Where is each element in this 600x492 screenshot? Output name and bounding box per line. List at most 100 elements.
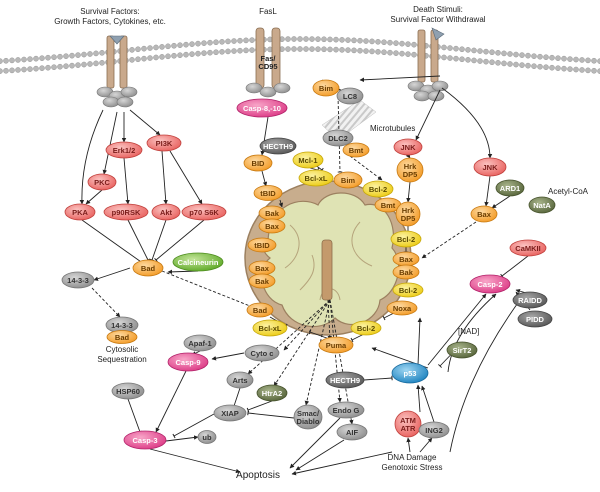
node-bak2[interactable]: Bak xyxy=(258,205,286,221)
edge-70 xyxy=(295,439,345,471)
node-camkii[interactable]: CaMKII xyxy=(509,239,547,257)
node-bak3[interactable]: Bak xyxy=(248,273,276,289)
node-hecth9a[interactable]: HECTH9 xyxy=(259,137,297,155)
node-bmt1[interactable]: Bmt xyxy=(342,142,370,158)
node-hsp60[interactable]: HSP60 xyxy=(111,382,145,400)
node-sirt2[interactable]: SirT2 xyxy=(446,341,478,359)
node-label-raidd: RAIDD xyxy=(518,296,542,305)
node-bclxl2[interactable]: Bcl-xL xyxy=(252,319,288,337)
node-fas[interactable]: Fas/CD95 xyxy=(258,54,277,71)
node-xiap[interactable]: XIAP xyxy=(213,404,247,422)
node-ing2[interactable]: ING2 xyxy=(418,421,450,439)
cytosolic-label-2: Sequestration xyxy=(97,355,146,364)
node-bad2[interactable]: Bad xyxy=(106,330,138,344)
edge-31 xyxy=(441,87,493,159)
node-bmt2[interactable]: Bmt xyxy=(374,197,402,213)
node-jnk1[interactable]: JNK xyxy=(393,138,423,156)
node-label-pka: PKA xyxy=(72,208,88,217)
edge-62 xyxy=(231,387,241,408)
node-bim1[interactable]: Bim xyxy=(312,79,340,97)
node-pka[interactable]: PKA xyxy=(64,203,96,221)
node-bcl2d[interactable]: Bcl-2 xyxy=(350,320,382,336)
node-arts[interactable]: Arts xyxy=(226,371,254,389)
node-raidd[interactable]: RAIDD xyxy=(512,291,548,309)
node-noxa[interactable]: Noxa xyxy=(386,300,418,316)
node-label-smac-0: Smac/ xyxy=(297,409,320,418)
node-label-tbid1: tBID xyxy=(260,189,276,198)
node-bad3[interactable]: Bad xyxy=(246,302,274,318)
edge-35 xyxy=(500,255,529,279)
node-pi3k[interactable]: PI3K xyxy=(146,134,182,152)
node-jnk2[interactable]: JNK xyxy=(473,157,507,177)
node-bax4[interactable]: Bax xyxy=(470,205,498,223)
node-label-bim2: Bim xyxy=(341,176,356,185)
node-label-bak1: Bak xyxy=(399,268,414,277)
node-casp810[interactable]: Casp-8,-10 xyxy=(236,98,288,118)
edge-65 xyxy=(172,413,215,439)
node-bcl2c[interactable]: Bcl-2 xyxy=(392,282,424,298)
node-p90rsk[interactable]: p90RSK xyxy=(103,203,149,221)
node-bcl2a[interactable]: Bcl-2 xyxy=(362,180,394,198)
node-lc8[interactable]: LC8 xyxy=(336,87,364,105)
node-erk[interactable]: Erk1/2 xyxy=(105,141,143,159)
node-tbid1[interactable]: tBID xyxy=(253,185,283,201)
acetyl-coa-label: Acetyl-CoA xyxy=(548,187,589,196)
edge-10 xyxy=(149,219,167,262)
node-tbid2[interactable]: tBID xyxy=(247,237,277,253)
node-pkc[interactable]: PKC xyxy=(87,173,117,191)
node-calcineurin[interactable]: Calcineurin xyxy=(172,252,224,272)
edge-50 xyxy=(406,437,411,453)
node-label-casp3: Casp-3 xyxy=(132,436,157,445)
node-puma[interactable]: Puma xyxy=(318,336,354,354)
node-casp9[interactable]: Casp-9 xyxy=(167,352,209,372)
node-apaf1[interactable]: Apaf-1 xyxy=(183,334,217,352)
node-label-p1433a: 14-3-3 xyxy=(67,276,89,285)
node-bid[interactable]: BID xyxy=(243,154,273,172)
node-label-cytoc: Cyto c xyxy=(251,349,274,358)
node-akt[interactable]: Akt xyxy=(151,203,181,221)
node-nata[interactable]: NatA xyxy=(528,196,556,214)
node-ub[interactable]: ub xyxy=(197,430,217,444)
node-label-atm-1: ATR xyxy=(401,424,416,433)
node-label-p1433b: 14-3-3 xyxy=(111,321,133,330)
node-pidd[interactable]: PIDD xyxy=(517,310,553,328)
node-ard1[interactable]: ARD1 xyxy=(495,179,525,197)
node-p1433a[interactable]: 14-3-3 xyxy=(61,271,95,289)
node-bcl2b[interactable]: Bcl-2 xyxy=(390,230,422,248)
node-casp3[interactable]: Casp-3 xyxy=(123,430,167,450)
edge-23 xyxy=(337,95,343,173)
node-mcl1[interactable]: Mcl-1 xyxy=(292,151,324,169)
node-bad1[interactable]: Bad xyxy=(132,259,164,277)
node-smac[interactable]: Smac/Diablo xyxy=(293,404,323,430)
node-htra2[interactable]: HtrA2 xyxy=(256,384,288,402)
node-cytoc[interactable]: Cyto c xyxy=(244,344,280,362)
node-hecth9b[interactable]: HECTH9 xyxy=(325,371,365,389)
node-label-bid: BID xyxy=(252,159,266,168)
node-aif[interactable]: AIF xyxy=(336,423,368,441)
node-bim2[interactable]: Bim xyxy=(333,171,363,189)
node-label-hrk1-0: Hrk xyxy=(404,162,417,171)
node-bak1[interactable]: Bak xyxy=(392,264,420,280)
node-bax3[interactable]: Bax xyxy=(248,260,276,276)
node-p70s6k[interactable]: p70 S6K xyxy=(181,203,227,221)
edge-26 xyxy=(415,89,441,141)
node-label-bcl2d: Bcl-2 xyxy=(357,324,375,333)
node-bax2[interactable]: Bax xyxy=(258,218,286,234)
edge-1 xyxy=(102,111,118,175)
node-endog[interactable]: Endo G xyxy=(327,401,365,419)
node-label-calcineurin: Calcineurin xyxy=(178,258,219,267)
fasl-label: FasL xyxy=(259,7,277,16)
node-dlc2[interactable]: DLC2 xyxy=(322,129,354,147)
node-label-ard1: ARD1 xyxy=(500,184,520,193)
node-bax1[interactable]: Bax xyxy=(392,251,420,267)
node-bclxl1[interactable]: Bcl-xL xyxy=(298,169,334,187)
node-p53[interactable]: p53 xyxy=(391,362,429,384)
edge-55 xyxy=(273,299,331,387)
edge-61 xyxy=(155,370,187,433)
node-casp2[interactable]: Casp-2 xyxy=(469,274,511,294)
